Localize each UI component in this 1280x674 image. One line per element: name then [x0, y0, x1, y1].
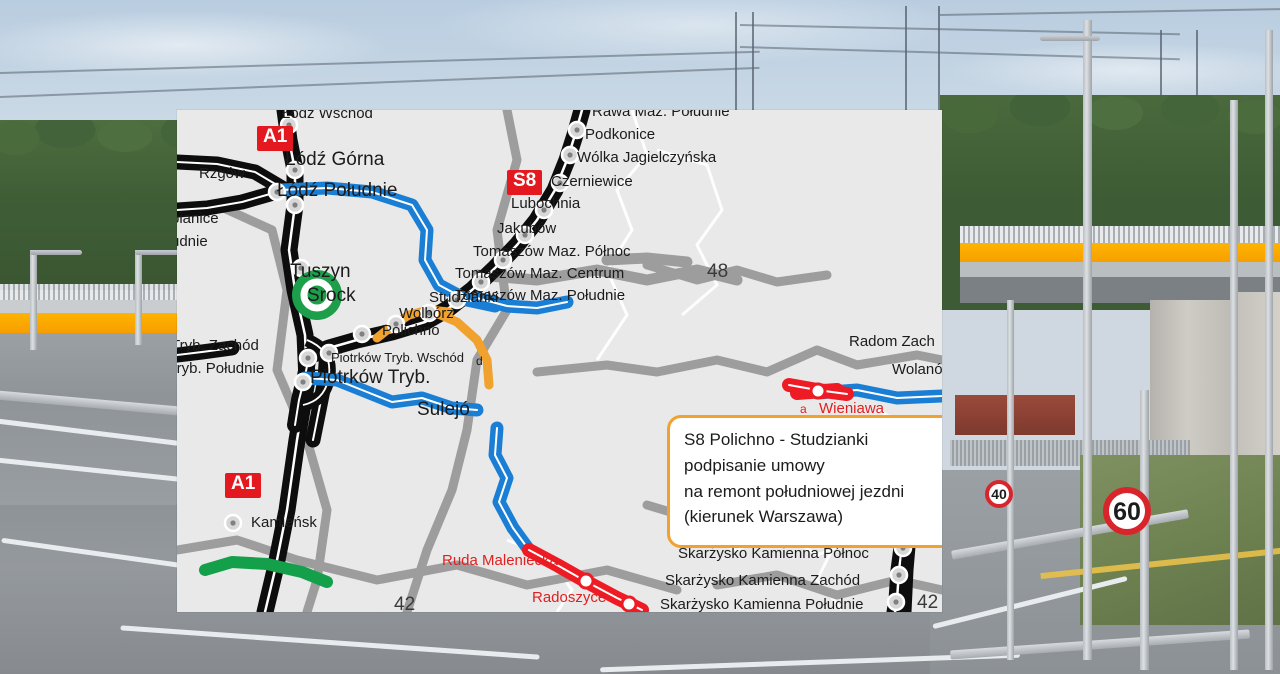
bridge-railing-right [960, 226, 1280, 244]
road-number-42-right: 42 [917, 592, 939, 612]
lamp-post-2 [135, 250, 142, 345]
callout-line-3: na remont południowej jezdni [684, 481, 905, 501]
speed-limit-40-value: 40 [991, 486, 1007, 502]
callout-line-4: (kierunek Warszawa) [684, 507, 844, 527]
label-tomaszow-maz-polnoc: Tomaszów Maz. Północ [473, 243, 631, 260]
label-wolanow: Wolanó [892, 361, 942, 378]
label-radom-zachod: Radom Zach [849, 333, 935, 350]
label-piotrkow-tryb-poludnie: Tryb. Południe [177, 360, 265, 377]
motorway-a1-branch [177, 154, 290, 363]
bridge-yellow-barrier-right [960, 243, 1280, 265]
lamp-post-1 [30, 250, 37, 350]
lamp-post-9 [1265, 30, 1273, 670]
label-studzianki: Studzianki [429, 289, 499, 306]
label-sulejow: Sulejó [417, 399, 470, 420]
lamp-post-5 [1083, 20, 1092, 660]
speed-limit-60-sign: 60 [1103, 487, 1151, 535]
label-pabianice: bianice [177, 210, 219, 227]
label-rzgow: Rzgów [199, 165, 245, 182]
label-partial-a: a [800, 402, 807, 416]
label-lodz-gorna: Łódź Górna [285, 149, 385, 170]
label-kamiensk: Kamieńsk [251, 514, 317, 531]
map-panel[interactable]: Łódź Wschód Łódź Górna Rzgów Łódź Połudn… [177, 110, 942, 612]
label-skarzysko-kamienna-polnoc: Skarżysko Kamienna Północ [678, 545, 869, 562]
label-polichno: Polichno [382, 322, 440, 339]
bridge-pillar-2 [1238, 292, 1280, 472]
label-piotrkow-tryb-wschod: Piotrków Tryb. Wschód [331, 350, 464, 365]
label-tomaszow-maz-centrum: Tomaszów Maz. Centrum [455, 265, 625, 282]
bridge-underside-right [960, 277, 1280, 303]
label-ruda-maleniecka: Ruda Maleniecka [442, 552, 558, 569]
label-wolka-jagielczynska: Wólka Jagielczyńska [577, 149, 717, 166]
label-tuszyn: Tuszyn [290, 261, 351, 282]
label-wolborz: Wolbórz [399, 305, 454, 322]
badge-s8[interactable]: S8 [507, 170, 543, 195]
label-pabianice-poludnie: udnie [177, 233, 208, 250]
pylon-2 [905, 6, 907, 126]
callout-line-2: podpisanie umowy [684, 455, 825, 475]
srock-highlight-marker [292, 270, 342, 320]
pylon-2b [938, 6, 940, 126]
speed-limit-60-value: 60 [1113, 498, 1141, 526]
label-partial-d: d [476, 354, 483, 368]
label-wieniawa: Wieniawa [819, 400, 885, 417]
label-rawa-maz-poludnie: Rawa Maz. Południe [592, 110, 730, 120]
label-piotrkow-tryb: Piotrków Tryb. [310, 367, 431, 388]
label-tomaszow-maz-poludnie: Tomaszów Maz. Południe [455, 287, 626, 304]
label-lodz-wschod: Łódź Wschód [282, 110, 373, 122]
label-skarzysko-kamienna-zachod: Skarżysko Kamienna Zachód [665, 572, 861, 589]
road-number-48: 48 [707, 261, 729, 282]
label-podkonice: Podkonice [585, 126, 656, 143]
label-lubochnia: Lubochnia [511, 195, 581, 212]
bridge-deck-right [960, 262, 1280, 278]
speed-limit-40-sign: 40 [985, 480, 1013, 508]
lamp-arm-5 [1040, 36, 1100, 41]
road-48 [471, 252, 743, 286]
badge-a1-top[interactable]: A1 [257, 126, 294, 151]
label-skarzysko-kamienna-poludnie: Skarżysko Kamienna Południe [660, 596, 864, 612]
lamp-post-8 [1230, 100, 1238, 670]
label-piotrkow-tryb-zachod: Tryb. Zachód [177, 337, 259, 354]
route-green [199, 556, 333, 588]
interchange-nodes [223, 115, 932, 612]
lamp-arm-2 [135, 250, 187, 255]
lamp-arm-1 [30, 250, 82, 255]
badge-a1-bottom[interactable]: A1 [225, 473, 262, 498]
label-srock: Srock [307, 285, 356, 306]
label-czerniewice: Czerniewice [551, 173, 633, 190]
lamp-post-6 [1007, 300, 1014, 660]
house-roof [955, 395, 1075, 435]
label-radoszyce: Radoszyce [532, 589, 607, 606]
label-jakubow: Jakubów [497, 220, 557, 237]
callout-box[interactable]: S8 Polichno - Studzianki podpisanie umow… [667, 415, 942, 548]
label-lodz-poludnie: Łódź Południe [277, 180, 398, 201]
lamp-post-7 [1140, 390, 1149, 670]
grass-embankment-right [1080, 455, 1280, 625]
road-number-42-left: 42 [394, 594, 416, 612]
callout-line-1: S8 Polichno - Studzianki [684, 430, 869, 449]
